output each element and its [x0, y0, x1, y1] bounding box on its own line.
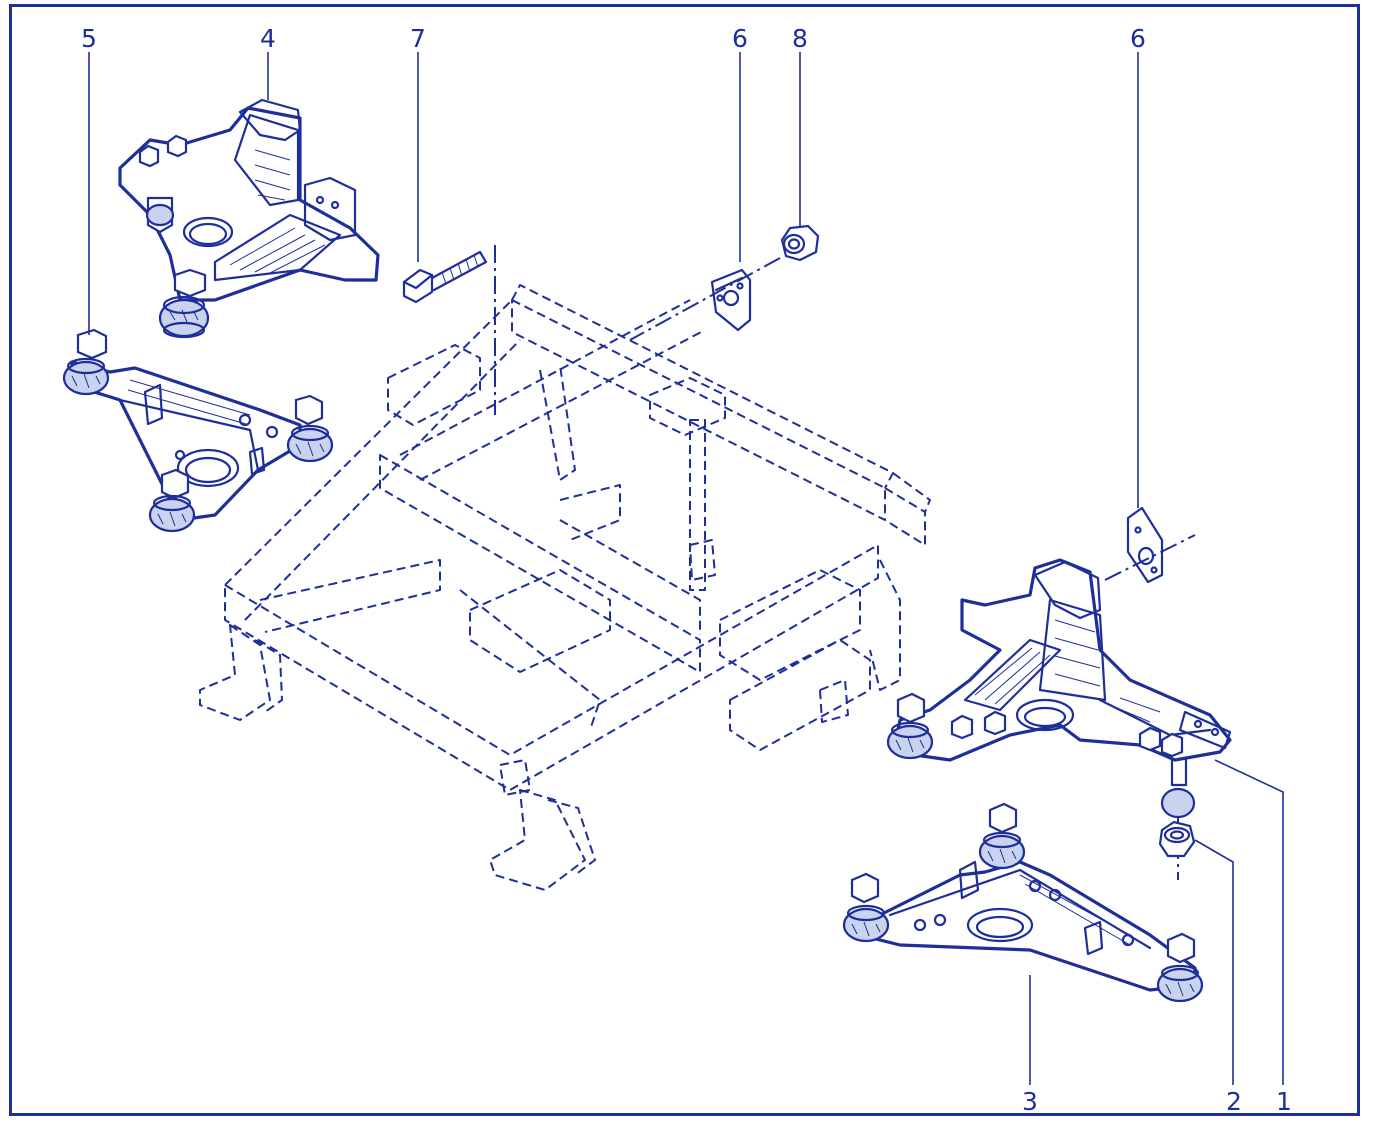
- drawing-border: [9, 4, 1360, 1116]
- mount-bracket-part-1: [886, 558, 1232, 819]
- mount-bracket-part-5: [62, 328, 334, 533]
- callout-labels: 5 4 7 6 8 6 3 2 1: [81, 24, 1292, 1116]
- leader-lines: [88, 52, 1284, 1085]
- callout-4: 4: [260, 24, 276, 53]
- plate-part-6-top: [710, 268, 752, 332]
- plate-part-6-right: [1126, 506, 1164, 584]
- nut-part-8: [780, 224, 820, 262]
- bolt-part-7: [402, 250, 488, 304]
- callout-6-top: 6: [732, 24, 748, 53]
- callout-5: 5: [81, 24, 97, 53]
- mount-bracket-part-3: [842, 802, 1204, 1003]
- callout-1: 1: [1276, 1087, 1292, 1116]
- callout-2: 2: [1226, 1087, 1242, 1116]
- mount-bracket-part-4: [118, 98, 380, 339]
- callout-8: 8: [792, 24, 808, 53]
- subframe-outline: [199, 284, 931, 891]
- callout-7: 7: [410, 24, 426, 53]
- callout-6-right: 6: [1130, 24, 1146, 53]
- nut-part-2: [1158, 820, 1196, 858]
- callout-3: 3: [1022, 1087, 1038, 1116]
- assembly-guide-lines: [494, 245, 1196, 880]
